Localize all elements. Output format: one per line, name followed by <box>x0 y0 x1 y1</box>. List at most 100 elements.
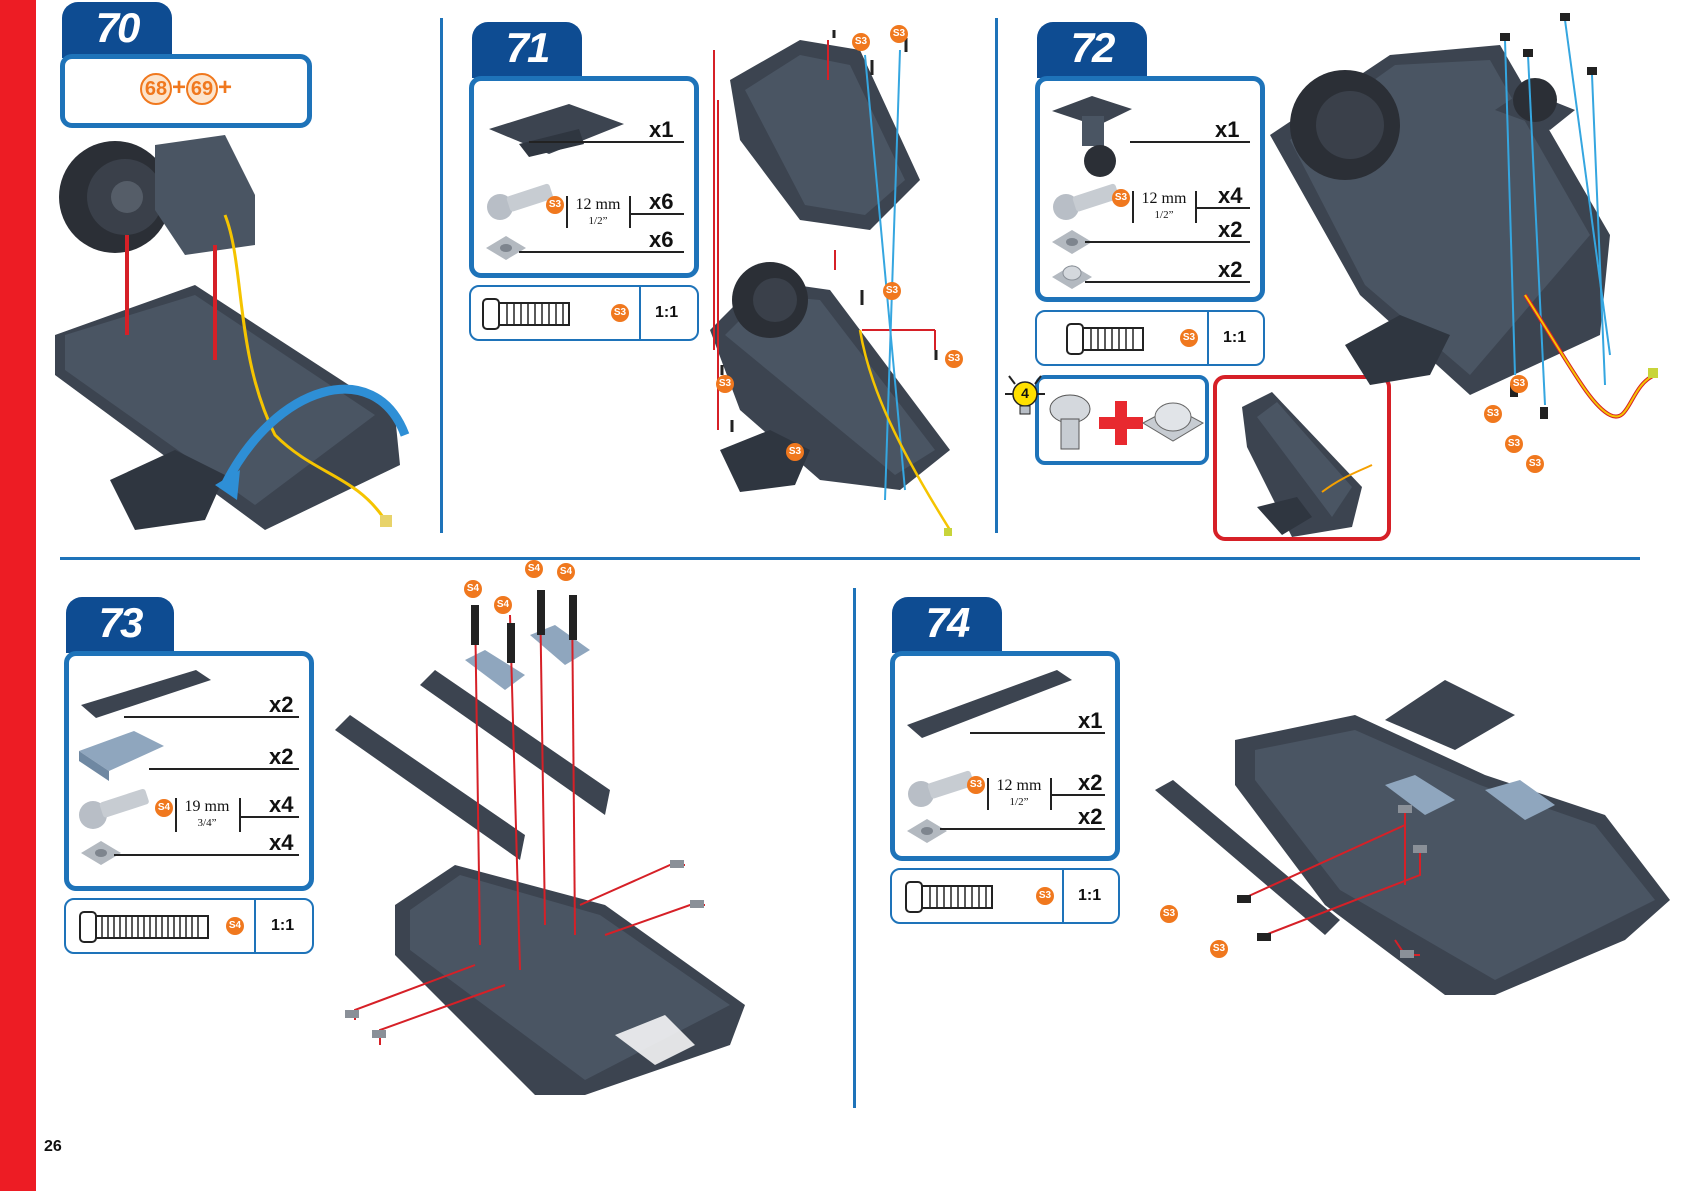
nut-qty: x2 <box>1218 217 1242 243</box>
step-70-combo: 68+69+ <box>140 73 232 105</box>
scale-badge: S3 <box>611 304 629 322</box>
screw-scale-icon <box>906 880 996 914</box>
scale-ratio: 1:1 <box>271 917 294 935</box>
screw-icon <box>77 791 147 829</box>
separator <box>629 196 631 228</box>
scale-ratio: 1:1 <box>1078 887 1101 905</box>
bracket-qty: x2 <box>269 744 293 770</box>
step-ref-68: 68 <box>140 73 172 105</box>
nut-icon <box>486 233 526 263</box>
screw-icon <box>484 185 554 221</box>
part-qty: x1 <box>649 117 673 143</box>
step-72-parts-panel: x1 S3 12 mm1/2” x4 x2 x2 <box>1035 76 1265 302</box>
callout-badge: S4 <box>494 596 512 614</box>
callout-badge: S3 <box>786 443 804 461</box>
screw-qty: x4 <box>1218 183 1242 209</box>
callout-badge: S4 <box>464 580 482 598</box>
scale-separator <box>639 287 641 339</box>
screw-badge: S3 <box>1112 189 1130 207</box>
nut-qty: x4 <box>269 830 293 856</box>
screw-badge: S4 <box>155 799 173 817</box>
step-72-tip-panel <box>1035 375 1209 465</box>
step-ref-69: 69 <box>186 73 218 105</box>
spacer-icon <box>1052 259 1092 293</box>
screw-icon <box>905 772 975 808</box>
caster-qty: x1 <box>1215 117 1239 143</box>
part-plate-icon <box>489 99 624 159</box>
step-71-assembly-illustration <box>700 30 990 550</box>
scale-badge: S4 <box>226 917 244 935</box>
divider-vertical-1 <box>440 18 443 533</box>
callout-badge: S3 <box>890 25 908 43</box>
screw-scale-icon <box>80 910 210 944</box>
step-72-scale-panel: S3 1:1 <box>1035 310 1265 366</box>
screw-scale-icon <box>483 297 573 331</box>
tip-number: 4 <box>1019 385 1031 401</box>
scale-separator <box>1207 312 1209 364</box>
step-71-number: 71 <box>472 22 582 78</box>
step-72-assembly-illustration <box>1270 5 1660 475</box>
plus-sign: + <box>172 74 186 101</box>
nut-qty: x2 <box>1078 804 1102 830</box>
screw-scale-icon <box>1067 322 1147 356</box>
spacer-icon <box>1143 389 1203 449</box>
nut-icon <box>907 816 947 846</box>
scale-separator <box>254 900 256 952</box>
screw-badge: S3 <box>546 196 564 214</box>
page-number: 26 <box>44 1138 62 1156</box>
beam-icon <box>907 670 1072 740</box>
beam-qty: x1 <box>1078 708 1102 734</box>
nut-qty: x6 <box>649 227 673 253</box>
callout-badge: S3 <box>852 33 870 51</box>
spacer-qty: x2 <box>1218 257 1242 283</box>
separator <box>239 798 241 832</box>
screw-size: 12 mm1/2” <box>568 197 628 229</box>
callout-badge: S3 <box>1505 435 1523 453</box>
divider-horizontal <box>60 557 1640 560</box>
callout-badge: S3 <box>1510 375 1528 393</box>
screw-qty: x4 <box>269 792 293 818</box>
plus-icon <box>1099 401 1143 445</box>
screw-head-icon <box>1047 393 1093 453</box>
callout-badge: S4 <box>557 563 575 581</box>
step-73-scale-panel: S4 1:1 <box>64 898 314 954</box>
scale-badge: S3 <box>1036 887 1054 905</box>
callout-badge: S3 <box>883 282 901 300</box>
plus-sign: + <box>218 74 232 101</box>
step-73-assembly-illustration <box>335 575 755 1100</box>
step-74-assembly-illustration <box>1155 675 1675 1015</box>
scale-ratio: 1:1 <box>1223 329 1246 347</box>
callout-badge: S3 <box>1526 455 1544 473</box>
callout-badge: S3 <box>1210 940 1228 958</box>
callout-badge: S3 <box>1484 405 1502 423</box>
step-70-assembly-illustration <box>55 135 435 545</box>
screw-badge: S3 <box>967 776 985 794</box>
bracket-icon <box>79 731 164 781</box>
callout-badge: S3 <box>716 375 734 393</box>
screw-qty: x2 <box>1078 770 1102 796</box>
scale-separator <box>1062 870 1064 922</box>
callout-badge: S4 <box>525 560 543 578</box>
caster-wheel-icon <box>1052 91 1132 179</box>
step-74-scale-panel: S3 1:1 <box>890 868 1120 924</box>
screw-icon <box>1050 185 1120 221</box>
step-74-number: 74 <box>892 597 1002 653</box>
page-edge-red-bar <box>0 0 36 1191</box>
beam-qty: x2 <box>269 692 293 718</box>
callout-badge: S3 <box>1160 905 1178 923</box>
step-70-number: 70 <box>62 2 172 58</box>
divider-vertical-2 <box>995 18 998 533</box>
step-73-number: 73 <box>66 597 174 653</box>
beam-icon <box>81 670 211 720</box>
step-70-parts-panel: 68+69+ <box>60 54 312 128</box>
callout-badge: S3 <box>945 350 963 368</box>
scale-badge: S3 <box>1180 329 1198 347</box>
scale-ratio: 1:1 <box>655 304 678 322</box>
step-71-scale-panel: S3 1:1 <box>469 285 699 341</box>
divider-vertical-3 <box>853 588 856 1108</box>
